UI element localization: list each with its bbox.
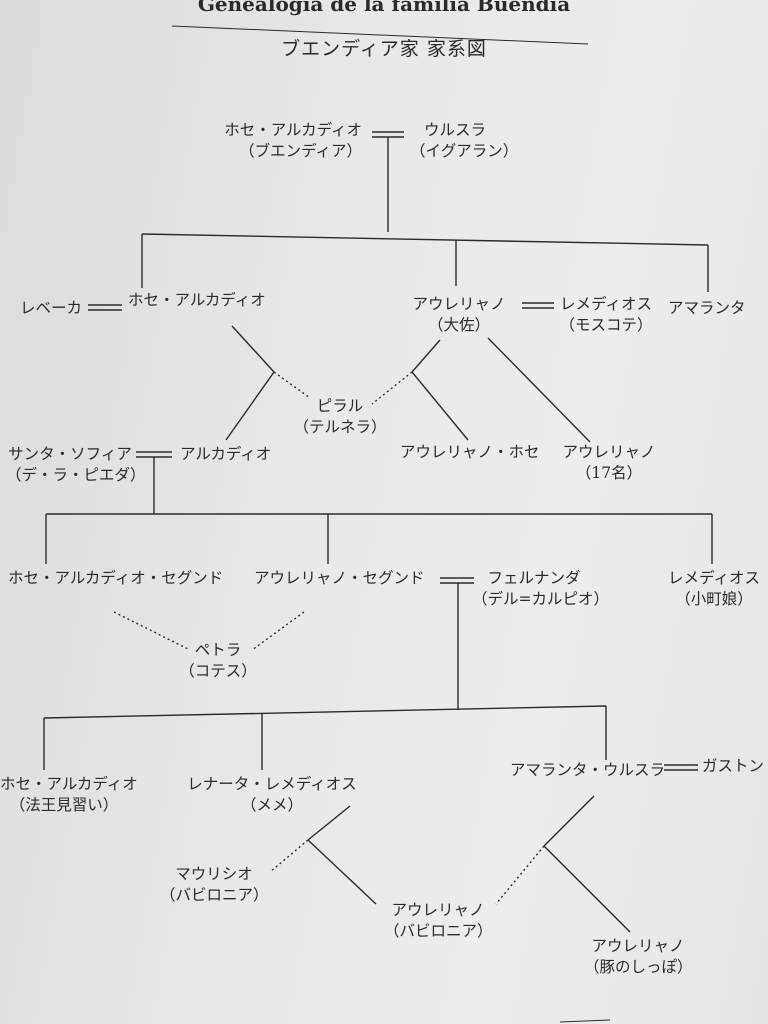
person-amaranta: アマランタ <box>668 298 746 319</box>
affair-line <box>371 371 413 405</box>
person-note: （デ・ラ・ピエダ） <box>6 466 146 484</box>
person-name: アマランタ・ウルスラ <box>510 761 666 779</box>
person-name: ペトラ <box>194 641 242 659</box>
person-santa-sofia: サンタ・ソフィア （デ・ラ・ピエダ） <box>6 444 146 486</box>
header-rule <box>171 25 589 45</box>
person-name: アウレリャノ <box>391 901 485 919</box>
person-note: （イグアラン） <box>410 142 519 160</box>
person-note: （豚のしっぽ） <box>584 958 693 976</box>
sibling-bar <box>141 233 709 246</box>
person-aureliano-babilonia: アウレリャノ （バビロニア） <box>384 900 493 942</box>
page-bottom-mark <box>559 1019 611 1023</box>
person-jose-arcadio-seminarian: ホセ・アルカディオ （法王見習い） <box>0 774 138 816</box>
person-name: マウリシオ <box>175 865 253 883</box>
person-gaston: ガストン <box>702 756 764 777</box>
page-title: ブエンディア家 家系図 <box>281 38 487 60</box>
person-colonel-aureliano: アウレリャノ （大佐） <box>404 294 514 336</box>
person-name: アウレリャノ <box>591 937 685 955</box>
person-note: （17名） <box>575 464 643 482</box>
marriage-line <box>88 304 122 311</box>
person-name: ホセ・アルカディオ <box>0 775 138 793</box>
person-name: ホセ・アルカディオ・セグンド <box>8 569 224 587</box>
descent-line <box>543 845 631 933</box>
person-aureliano-segundo: アウレリャノ・セグンド <box>254 568 425 589</box>
person-jose-arcadio-buendia: ホセ・アルカディオ （ブエンディア） <box>224 120 362 162</box>
person-name: ガストン <box>702 757 765 775</box>
person-name: ピラル <box>316 397 364 415</box>
person-name: アウレリャノ・ホセ <box>400 443 540 461</box>
person-name: レナータ・レメディオス <box>187 775 357 793</box>
person-note: （法王見習い） <box>9 796 119 814</box>
person-name: アウレリャノ・セグンド <box>254 569 425 587</box>
marriage-line <box>440 577 474 584</box>
marriage-line <box>664 764 698 771</box>
person-seventeen-aurelianos: アウレリャノ （17名） <box>554 442 664 484</box>
person-mauricio-babilonia: マウリシオ （バビロニア） <box>160 864 269 906</box>
marriage-line <box>522 302 554 309</box>
descent-line <box>307 839 377 905</box>
person-note: （モスコテ） <box>559 316 653 334</box>
person-name: レメディオス <box>560 295 652 313</box>
person-remedios-the-beauty: レメディオス （小町娘） <box>664 568 764 610</box>
person-rebeca: レベーカ <box>20 298 82 319</box>
affair-line <box>251 611 305 651</box>
person-name: ホセ・アルカディオ <box>128 291 266 309</box>
person-name: アウレリャノ <box>562 443 656 461</box>
affair-line <box>273 371 311 399</box>
person-pilar-ternera: ピラル （テルネラ） <box>290 396 390 438</box>
descent-line <box>411 371 469 441</box>
marriage-line <box>372 131 404 138</box>
person-ursula-iguaran: ウルスラ （イグアラン） <box>410 120 518 162</box>
affair-line <box>269 839 309 873</box>
sibling-bar <box>43 705 607 719</box>
spanish-title: Genealogía de la familia Buendía <box>197 0 571 16</box>
person-note: （コテス） <box>179 662 257 680</box>
person-jose-arcadio-segundo: ホセ・アルカディオ・セグンド <box>8 568 223 589</box>
person-renata-remedios: レナータ・レメディオス （メメ） <box>180 774 364 816</box>
person-amaranta-ursula: アマランタ・ウルスラ <box>510 760 665 781</box>
person-name: アルカディオ <box>180 445 272 463</box>
descent-line <box>231 325 275 373</box>
person-name: フェルナンダ <box>487 569 581 587</box>
person-note: （バビロニア） <box>384 922 493 940</box>
person-petra-cotes: ペトラ （コテス） <box>170 640 266 682</box>
affair-line <box>113 611 191 651</box>
descent-line <box>543 795 595 847</box>
descent-line <box>225 371 275 441</box>
person-arcadio: アルカディオ <box>180 444 271 465</box>
person-name: ウルスラ <box>424 121 487 139</box>
person-name: アマランタ <box>668 299 746 317</box>
descent-line <box>487 337 591 443</box>
person-note: （デル=カルピオ） <box>472 590 609 608</box>
person-name: サンタ・ソフィア <box>8 445 132 463</box>
person-note: （ブエンディア） <box>239 142 362 160</box>
person-remedios-moscote: レメディオス （モスコテ） <box>556 294 656 336</box>
person-jose-arcadio: ホセ・アルカディオ <box>128 290 266 311</box>
person-name: アウレリャノ <box>412 295 506 313</box>
person-name: レメディオス <box>668 569 760 587</box>
marriage-line <box>136 451 172 458</box>
person-note: （メメ） <box>240 796 303 814</box>
descent-line <box>307 805 351 841</box>
person-note: （小町娘） <box>675 590 753 608</box>
person-aureliano-jose: アウレリャノ・ホセ <box>400 442 540 463</box>
person-aureliano-pig-tail: アウレリャノ （豚のしっぽ） <box>584 936 693 978</box>
person-note: （テルネラ） <box>293 418 387 436</box>
descent-line <box>411 339 441 373</box>
person-note: （バビロニア） <box>160 886 269 904</box>
person-name: ホセ・アルカディオ <box>224 121 362 139</box>
person-fernanda-del-carpio: フェルナンダ （デル=カルピオ） <box>472 568 609 610</box>
person-note: （大佐） <box>427 316 490 334</box>
affair-line <box>495 845 545 905</box>
person-name: レベーカ <box>19 299 82 317</box>
